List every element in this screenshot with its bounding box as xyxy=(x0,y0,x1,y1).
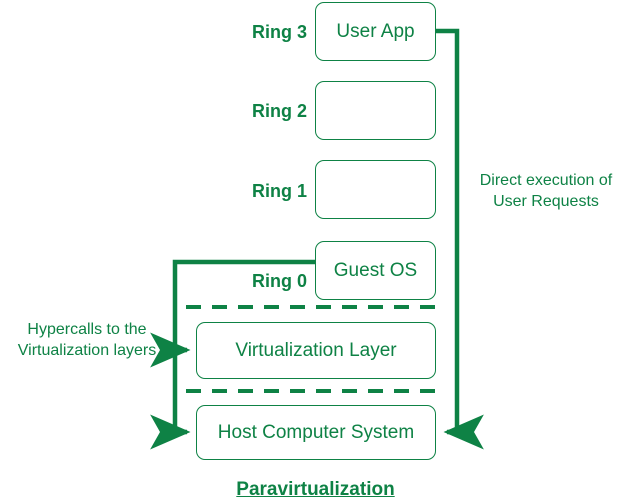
hypercalls-line-1: Hypercalls to the xyxy=(27,321,147,338)
direct-execution-line-1: Direct execution of xyxy=(479,172,613,189)
ring3-box-label: User App xyxy=(336,20,415,42)
ring3-box-user-app[interactable]: User App xyxy=(315,2,436,61)
direct-execution-line-2: User Requests xyxy=(493,193,599,211)
virtualization-layer-label: Virtualization Layer xyxy=(235,339,397,361)
ring-label-3: Ring 3 xyxy=(251,22,307,42)
virtualization-layer-box[interactable]: Virtualization Layer xyxy=(196,322,436,379)
hypercalls-line-2: Virtualization layers xyxy=(17,342,157,360)
ring2-box[interactable] xyxy=(315,81,436,140)
host-computer-system-label: Host Computer System xyxy=(217,421,415,443)
ring-label-2: Ring 2 xyxy=(251,101,307,121)
direct-execution-connector xyxy=(436,28,484,450)
direct-execution-annotation: Direct execution of User Requests xyxy=(466,170,626,212)
diagram-caption: Paravirtualization xyxy=(236,479,395,500)
ring1-box[interactable] xyxy=(315,160,436,219)
ring-label-1: Ring 1 xyxy=(251,181,307,201)
ring0-box-label: Guest OS xyxy=(333,259,418,281)
ring0-box-guest-os[interactable]: Guest OS xyxy=(315,241,436,300)
ring-label-0: Ring 0 xyxy=(251,271,307,291)
host-computer-system-box[interactable]: Host Computer System xyxy=(196,405,436,460)
hypercalls-annotation: Hypercalls to the Virtualization layers xyxy=(4,319,170,361)
hypercall-rail xyxy=(172,259,316,432)
